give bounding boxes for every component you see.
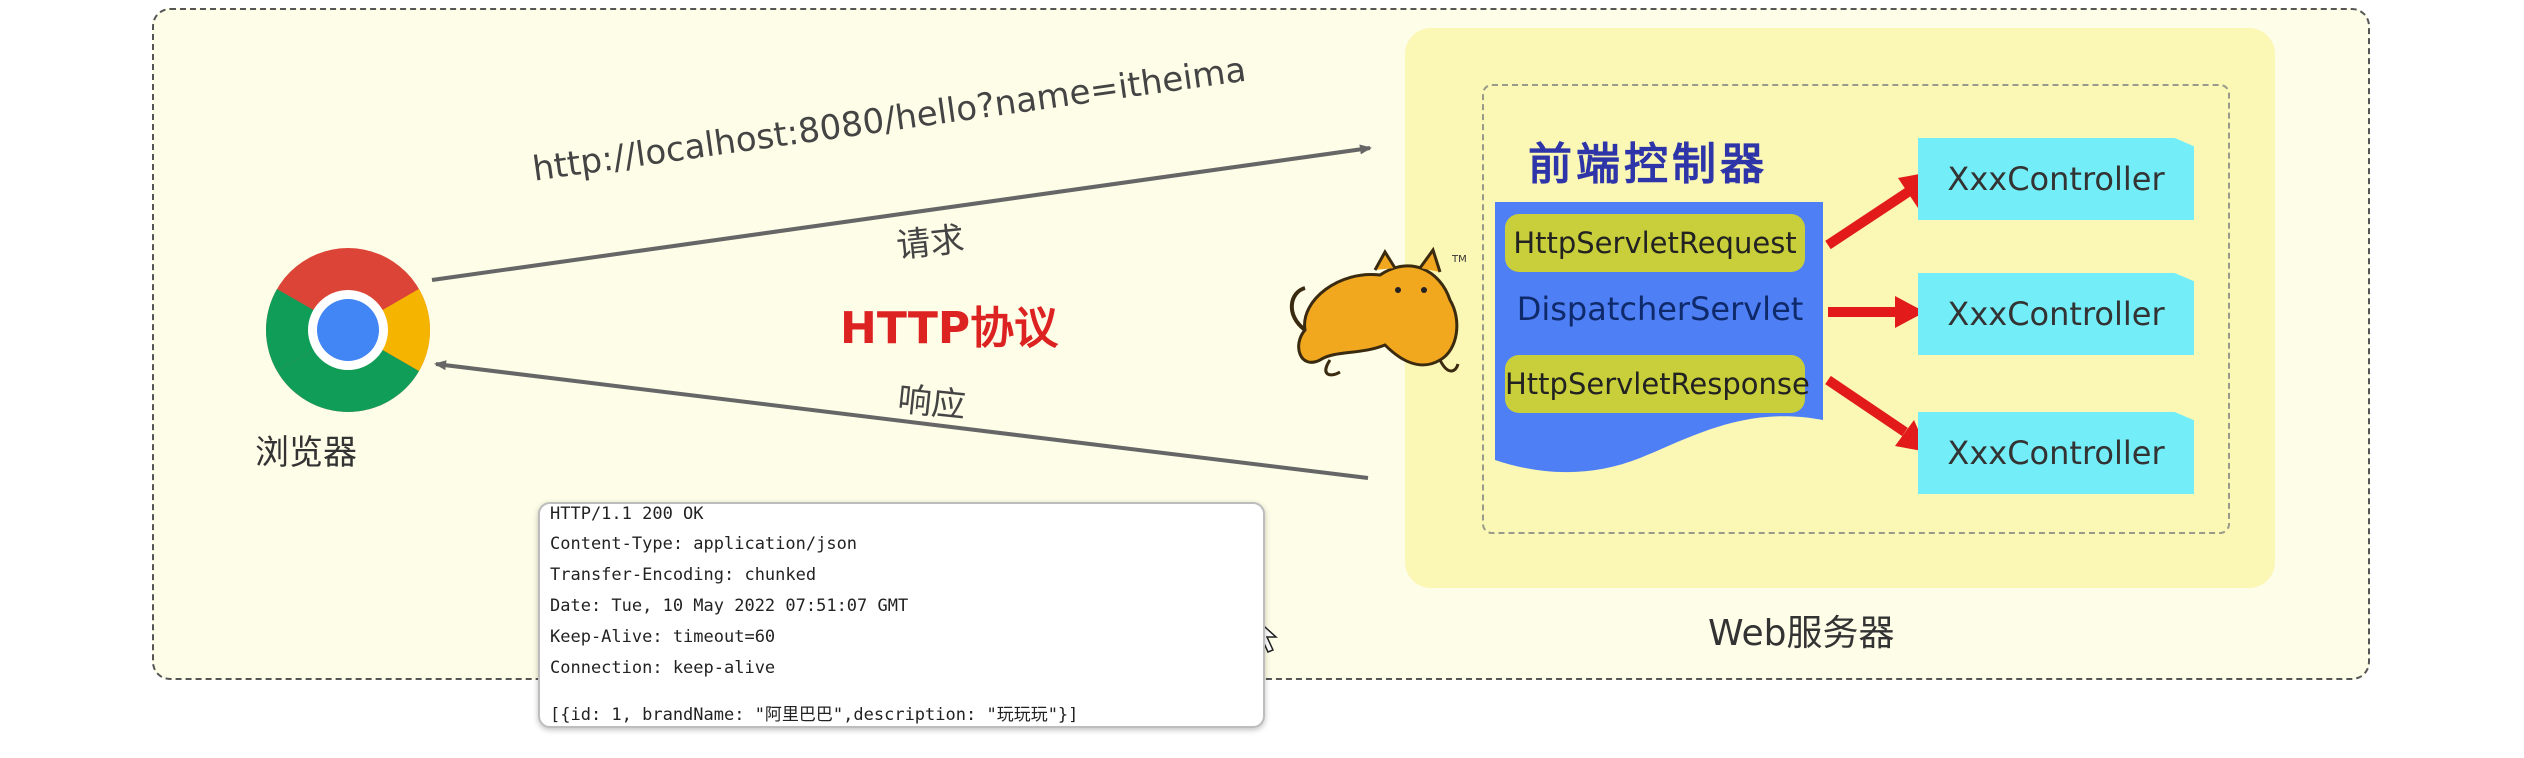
dispatch-arrows [1825,172,1930,452]
request-label: 请求 [894,219,967,267]
response-label: 响应 [895,379,968,427]
dispatch-arrow-top [1825,172,1930,250]
controller-box-3: XxxController [1918,412,2194,494]
dispatch-arrow-middle [1828,296,1925,328]
protocol-label: HTTP协议 [840,303,1059,354]
front-controller-label: 前端控制器 [1528,139,1768,190]
request-arrow [431,144,1372,282]
response-header-line: Content-Type: application/json [550,534,858,554]
web-server-inner-boundary [1482,84,2230,534]
http-servlet-response-box: HttpServletResponse [1505,355,1810,413]
response-arrow [434,360,1369,480]
response-header-line: Keep-Alive: timeout=60 [550,627,776,647]
browser-label: 浏览器 [255,433,357,473]
response-header-line: Date: Tue, 10 May 2022 07:51:07 GMT [550,596,909,616]
chrome-browser-icon [266,248,430,412]
response-status-line: HTTP/1.1 200 OK [550,504,704,524]
dispatcher-servlet-label: DispatcherServlet [1516,290,1804,328]
web-server-label: Web服务器 [1708,613,1895,654]
controller-box-1: XxxController [1918,138,2194,220]
controller-box-2: XxxController [1918,273,2194,355]
http-response-message: HTTP/1.1 200 OK Content-Type: applicatio… [538,502,1265,728]
response-body-line: [{id: 1, brandName: "阿里巴巴",description: … [550,705,1079,725]
response-header-line: Transfer-Encoding: chunked [550,565,817,585]
tomcat-icon: TM [1289,246,1467,377]
response-header-line: Connection: keep-alive [550,658,776,678]
svg-text:TM: TM [1451,254,1467,265]
dispatch-arrow-bottom [1825,375,1928,452]
http-servlet-request-box: HttpServletRequest [1505,214,1805,272]
